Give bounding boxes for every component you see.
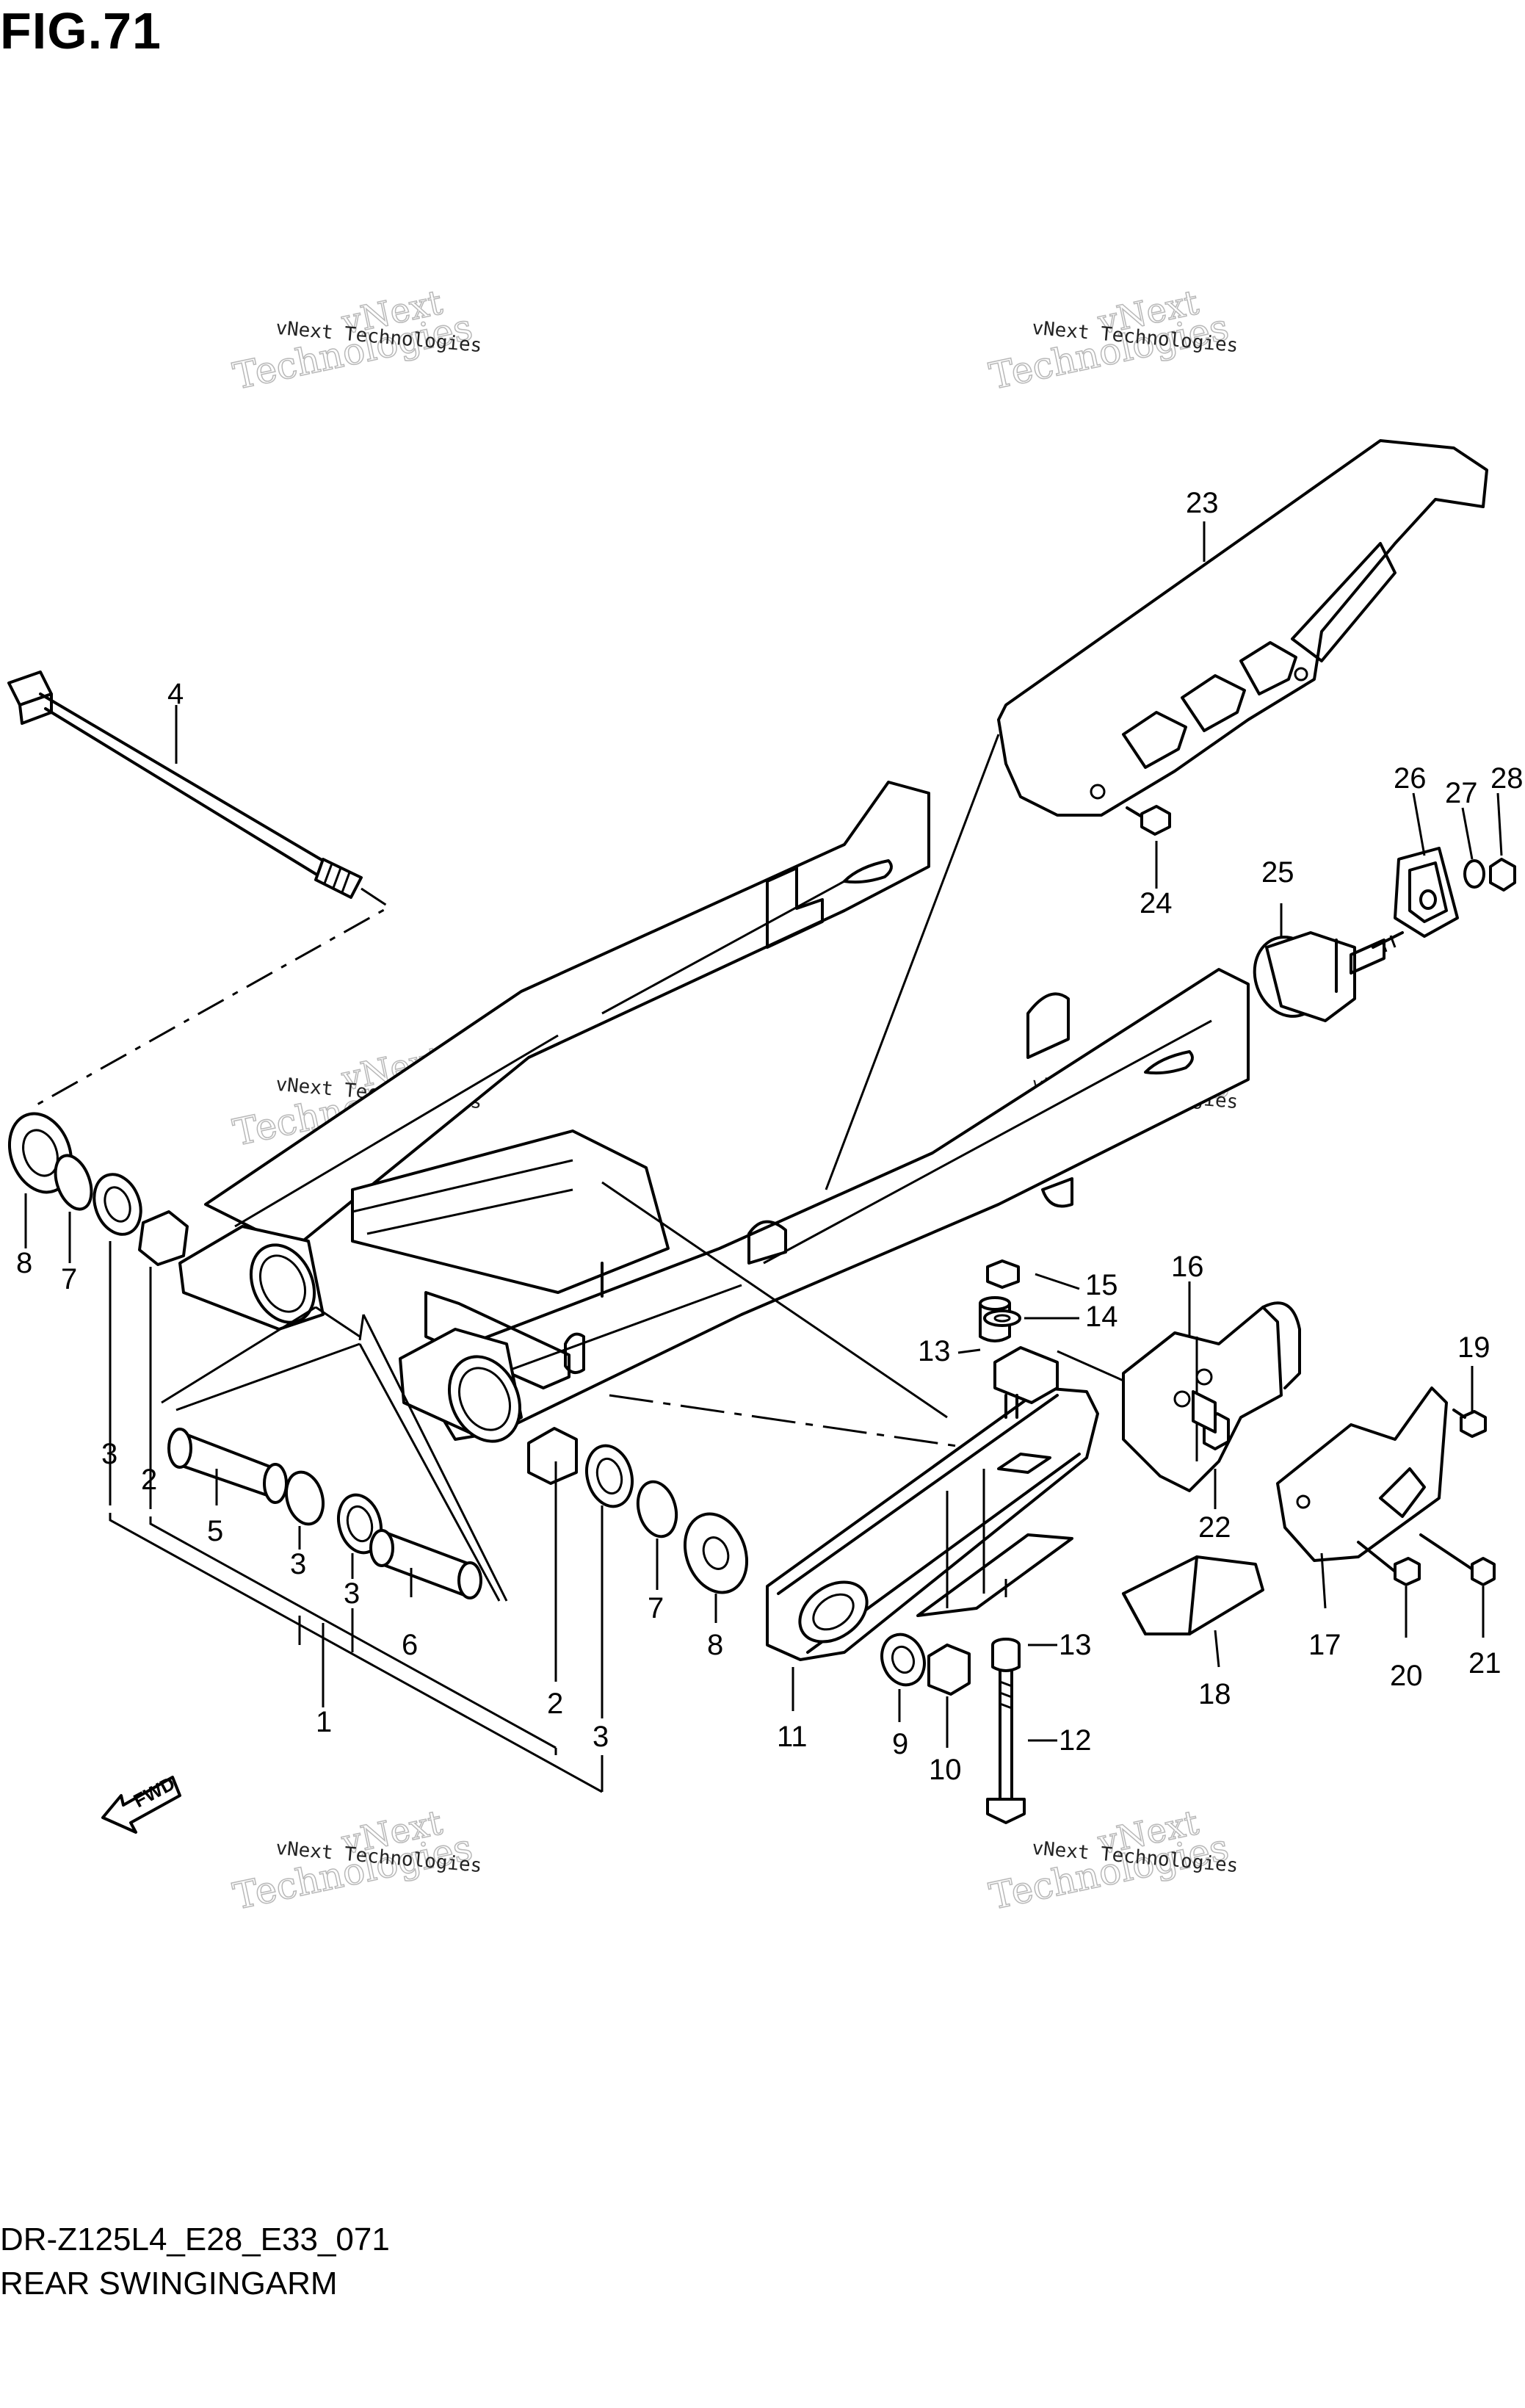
callout-3: 3 bbox=[344, 1577, 361, 1610]
callout-20: 20 bbox=[1390, 1660, 1423, 1692]
callout-8: 8 bbox=[707, 1629, 724, 1661]
guide-line bbox=[161, 1306, 508, 1602]
guide-line bbox=[601, 1181, 948, 1419]
callout-27: 27 bbox=[1445, 777, 1478, 809]
callout-12: 12 bbox=[1059, 1724, 1092, 1757]
callout-9: 9 bbox=[892, 1728, 909, 1760]
chain-buffer-part-11 bbox=[766, 1346, 1099, 1661]
callout-13: 13 bbox=[918, 1335, 951, 1367]
callout-3: 3 bbox=[101, 1438, 118, 1470]
callout-2: 2 bbox=[547, 1688, 564, 1720]
bushings-lower bbox=[167, 1428, 482, 1599]
callout-3: 3 bbox=[290, 1548, 307, 1580]
callout-28: 28 bbox=[1490, 762, 1524, 795]
bolt-part-24 bbox=[1126, 805, 1171, 836]
pin-part-22 bbox=[1192, 1390, 1217, 1433]
callout-5: 5 bbox=[207, 1515, 224, 1547]
slider-block-part-18 bbox=[1122, 1555, 1264, 1635]
swingarm-part-1 bbox=[178, 781, 1250, 1443]
callout-3: 3 bbox=[593, 1721, 609, 1753]
leader-lines bbox=[24, 521, 1503, 1793]
bearing-stack-left bbox=[7, 1112, 189, 1266]
collar-nut-bolt-parts-9-13 bbox=[880, 1633, 1026, 1824]
forward-arrow-icon: FWD bbox=[101, 1772, 181, 1834]
callout-26: 26 bbox=[1394, 762, 1427, 795]
callout-18: 18 bbox=[1198, 1678, 1231, 1710]
callout-8: 8 bbox=[16, 1247, 33, 1279]
diagram-name: REAR SWINGINGARM bbox=[0, 2266, 338, 2302]
callout-14: 14 bbox=[1085, 1301, 1118, 1333]
guide-line bbox=[175, 1342, 501, 1602]
callout-4: 4 bbox=[167, 678, 184, 710]
adjuster-plate-part-25 bbox=[1253, 931, 1404, 1022]
callout-6: 6 bbox=[402, 1629, 419, 1661]
callout-7: 7 bbox=[648, 1592, 664, 1624]
bolts-parts-19-21 bbox=[1357, 1409, 1496, 1586]
bearing-stack-right bbox=[527, 1427, 749, 1594]
callout-16: 16 bbox=[1171, 1251, 1204, 1283]
guide-line bbox=[609, 1394, 963, 1448]
guide-bracket-part-16 bbox=[1122, 1301, 1301, 1492]
callout-11: 11 bbox=[777, 1721, 808, 1753]
callout-21: 21 bbox=[1468, 1647, 1502, 1680]
callout-19: 19 bbox=[1457, 1331, 1490, 1364]
callout-22: 22 bbox=[1198, 1511, 1231, 1544]
figure-title: FIG.71 bbox=[0, 2, 162, 59]
callout-1: 1 bbox=[316, 1706, 333, 1738]
callout-25: 25 bbox=[1261, 856, 1294, 889]
callout-17: 17 bbox=[1308, 1629, 1341, 1661]
callout-15: 15 bbox=[1085, 1269, 1118, 1301]
callout-23: 23 bbox=[1186, 487, 1219, 519]
callout-2: 2 bbox=[141, 1464, 158, 1496]
guide-line bbox=[825, 734, 1000, 1190]
callout-13: 13 bbox=[1059, 1629, 1092, 1661]
pivot-bolt-part-4 bbox=[7, 670, 363, 899]
chain-guard-part-23 bbox=[997, 439, 1488, 817]
adjuster-cap-parts-26-28 bbox=[1394, 847, 1516, 938]
guide-plate-part-17 bbox=[1276, 1386, 1448, 1562]
diagram-code: DR-Z125L4_E28_E33_071 bbox=[0, 2221, 390, 2257]
guide-line bbox=[29, 887, 391, 1110]
callout-24: 24 bbox=[1140, 887, 1173, 919]
washer-nut-parts-14-15 bbox=[983, 1259, 1021, 1327]
callout-7: 7 bbox=[61, 1263, 78, 1295]
callout-10: 10 bbox=[929, 1754, 962, 1786]
